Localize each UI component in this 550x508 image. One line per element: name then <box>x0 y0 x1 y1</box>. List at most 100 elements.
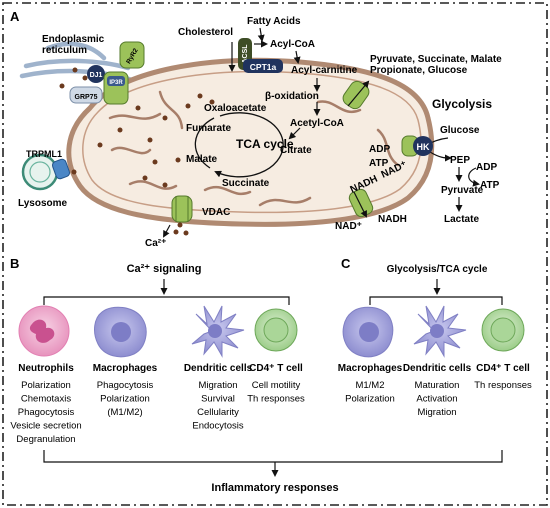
trpml1-label: TRPML1 <box>26 149 62 159</box>
pyruvate-label: Pyruvate <box>441 185 484 196</box>
panel-c-cell-name: CD4⁺ T cell <box>476 363 530 374</box>
bottom-bracket <box>43 450 503 463</box>
cd4-t-cell-icon-c <box>481 308 525 352</box>
beta-oxidation-label: β-oxidation <box>265 91 319 102</box>
atp-gly-label: ATP <box>480 180 500 191</box>
vdac-label: VDAC <box>202 207 230 218</box>
cpt1a-protein: CPT1a <box>243 59 283 73</box>
panel-b-cell-list: NeutrophilsPolarizationChemotaxisPhagocy… <box>10 363 305 445</box>
metabolite-transporter <box>342 80 370 110</box>
panel-b-function-item: Migration <box>198 380 237 391</box>
panel-b-function-item: Endocytosis <box>192 421 243 432</box>
grp75-protein: GRP75 <box>69 86 103 104</box>
hk-label: HK <box>417 142 430 152</box>
citrate-label: Citrate <box>280 145 312 156</box>
ip3r-label: IP3R <box>109 80 123 86</box>
panel-b-cell-name: Neutrophils <box>18 363 74 374</box>
panel-b-function-item: Phagocytosis <box>97 380 154 391</box>
panel-b-function-item: Cell motility <box>252 380 301 391</box>
oxaloacetate-label: Oxaloacetate <box>204 103 267 114</box>
cd4-t-cell-icon <box>254 308 298 352</box>
panel-b-title: Ca²⁺ signaling <box>127 263 202 275</box>
macrophage-cell-icon <box>94 306 147 358</box>
panel-b-function-item: Th responses <box>247 394 305 405</box>
fumarate-label: Fumarate <box>186 123 231 134</box>
panel-b-cell-name: CD4⁺ T cell <box>249 363 303 374</box>
panel-c-cell-name: Dendritic cells <box>403 363 472 374</box>
glycolysis-title: Glycolysis <box>432 97 492 111</box>
panel-b-function-item: Degranulation <box>16 434 75 445</box>
dj1-label: DJ1 <box>90 72 103 79</box>
hk-arrow <box>429 151 452 162</box>
panel-b-function-item: (M1/M2) <box>107 407 142 418</box>
panel-c-function-item: Activation <box>416 394 457 405</box>
ryr2-channel: RyR2 <box>119 41 145 69</box>
panel-b-function-item: Polarization <box>100 394 150 405</box>
macrophage-cell-icon-c <box>342 306 394 358</box>
fatty-acids-label: Fatty Acids <box>247 16 301 27</box>
grp75-label: GRP75 <box>75 94 98 101</box>
lysosome-label: Lysosome <box>18 198 68 209</box>
panel-a-label: A <box>10 9 20 24</box>
ip3r-channel: IP3R <box>103 71 129 105</box>
nadh-out-label: NADH <box>378 214 407 225</box>
dj1-protein: DJ1 <box>87 65 105 83</box>
nad-out-label: NAD⁺ <box>335 221 362 232</box>
panel-c-title: Glycolysis/TCA cycle <box>387 264 488 275</box>
panel-b-function-item: Vesicle secretion <box>10 421 81 432</box>
ca-arrow <box>163 224 171 238</box>
atp-mito-label: ATP <box>369 158 389 169</box>
panel-c-function-item: Maturation <box>415 380 460 391</box>
cristae <box>108 90 400 207</box>
fa-arrow <box>257 27 265 42</box>
inflammatory-responses-label: Inflammatory responses <box>211 482 338 494</box>
tca-cycle: TCA cycle Oxaloacetate Citrate Succinate… <box>186 103 312 189</box>
adp-atp-arrow <box>468 167 480 187</box>
malate-label: Malate <box>186 154 218 165</box>
acyl-carnitine-label: Acyl-carnitine <box>291 65 358 76</box>
panel-b-function-item: Phagocytosis <box>18 407 75 418</box>
cholesterol-label: Cholesterol <box>178 27 233 38</box>
atp-transporter: HK <box>401 135 433 157</box>
nadh-transporter <box>348 188 374 218</box>
neutrophil-cell-icon <box>18 305 70 357</box>
panel-c-function-item: M1/M2 <box>355 380 384 391</box>
cpt1a-label: CPT1a <box>250 62 277 72</box>
tca-center-label: TCA cycle <box>236 137 294 151</box>
acsl-label: ACSL <box>242 44 249 64</box>
acylcoa-arrow <box>293 50 301 64</box>
panel-c-function-item: Th responses <box>474 380 532 391</box>
panel-c-label: C <box>341 256 351 271</box>
acetyl-arrow <box>288 127 301 140</box>
acetyl-coa-label: Acetyl-CoA <box>290 118 344 129</box>
acyl-coa-label: Acyl-CoA <box>270 39 315 50</box>
lactate-label: Lactate <box>444 214 479 225</box>
panel-b-function-item: Polarization <box>21 380 71 391</box>
adp-gly-label: ADP <box>476 162 497 173</box>
panel-b-label: B <box>10 256 19 271</box>
panel-b-function-item: Chemotaxis <box>21 394 71 405</box>
panel-b-cell-name: Macrophages <box>93 363 158 374</box>
ca-label: Ca²⁺ <box>145 238 166 249</box>
lysosome <box>21 153 77 191</box>
panel-b-cell-name: Dendritic cells <box>184 363 253 374</box>
adp-mito-label: ADP <box>369 144 390 155</box>
pep-label: PEP <box>450 155 470 166</box>
panel-b-bracket <box>43 296 290 305</box>
vdac-channel <box>171 195 193 223</box>
glucose-label: Glucose <box>440 125 480 136</box>
panel-c-function-item: Polarization <box>345 394 395 405</box>
panel-b-function-item: Cellularity <box>197 407 239 418</box>
panel-c-function-item: Migration <box>417 407 456 418</box>
dendritic-cell-icon <box>191 305 245 358</box>
panel-c-cell-name: Macrophages <box>338 363 403 374</box>
succinate-label: Succinate <box>222 178 270 189</box>
panel-c-bracket <box>369 296 503 305</box>
panel-b-function-item: Survival <box>201 394 235 405</box>
dendritic-cell-icon-c <box>413 305 467 358</box>
